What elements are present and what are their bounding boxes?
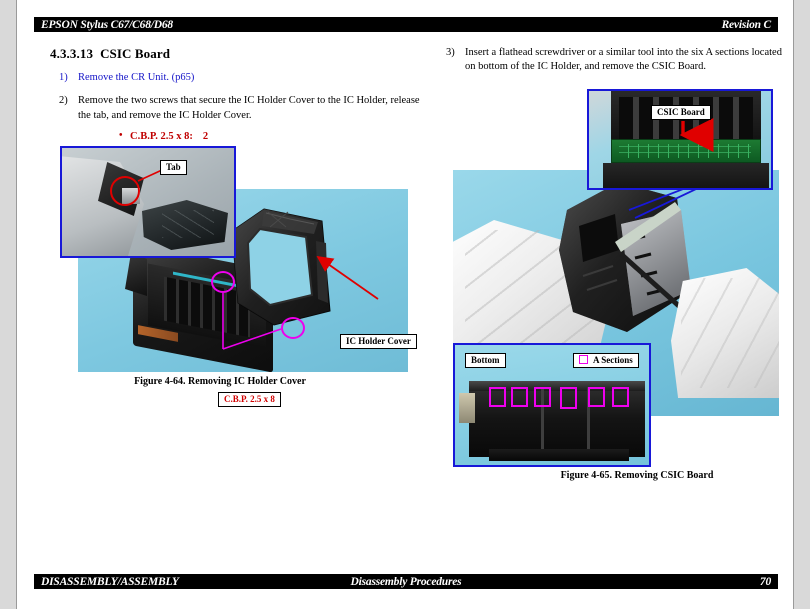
page-title: 4.3.3.13 CSIC Board bbox=[50, 46, 420, 62]
ic-holder-cover-arrow bbox=[316, 255, 379, 300]
footer-section: Disassembly Procedures bbox=[350, 575, 462, 588]
tab-leader-line bbox=[137, 169, 163, 182]
step-marker: 1) bbox=[59, 72, 68, 83]
magenta-swatch-icon bbox=[579, 355, 588, 364]
right-glove-seams bbox=[681, 278, 779, 388]
step-marker: 3) bbox=[446, 47, 455, 58]
screw-leader-lines bbox=[222, 293, 282, 350]
caption-text: Figure 4-64. Removing IC Holder Cover bbox=[134, 376, 306, 387]
a-section-marker-5 bbox=[588, 387, 605, 407]
csic-board-arrow bbox=[679, 118, 714, 152]
label-csic-board: CSIC Board bbox=[651, 105, 711, 121]
a-section-marker-4 bbox=[560, 387, 577, 409]
holder-bottom-left-tab bbox=[459, 393, 475, 423]
a-section-marker-6 bbox=[612, 387, 629, 407]
footer-chapter: DISASSEMBLY/ASSEMBLY bbox=[41, 575, 179, 588]
holder-bottom-divider-2 bbox=[587, 387, 590, 449]
tab-highlight-circle bbox=[110, 176, 140, 206]
step-list-left: 1) Remove the CR Unit. (p65) 2) Remove t… bbox=[50, 71, 420, 145]
label-text: A Sections bbox=[593, 355, 633, 365]
label-screw-spec: C.B.P. 2.5 x 8 bbox=[218, 392, 281, 408]
manual-page: EPSON Stylus C67/C68/D68 Revision C 4.3.… bbox=[16, 0, 794, 609]
screw-spec-qty: 2 bbox=[202, 131, 209, 143]
step-marker: 2) bbox=[59, 95, 68, 107]
a-section-marker-2 bbox=[511, 387, 528, 407]
right-column: 3) Insert a flathead screwdriver or a si… bbox=[437, 46, 792, 481]
label-text: Bottom bbox=[471, 355, 500, 365]
left-column: 4.3.3.13 CSIC Board 1) Remove the CR Unit… bbox=[50, 46, 420, 408]
right-glove bbox=[671, 268, 779, 398]
step-text: Insert a flathead screwdriver or a simil… bbox=[465, 47, 782, 73]
header-product-title: EPSON Stylus C67/C68/D68 bbox=[41, 18, 173, 31]
bullet-dot-icon: • bbox=[119, 130, 123, 142]
page-footer: DISASSEMBLY/ASSEMBLY Disassembly Procedu… bbox=[34, 574, 778, 589]
holder-bottom-foot bbox=[489, 449, 629, 461]
label-tab: Tab bbox=[160, 160, 187, 176]
step-text: Remove the two screws that secure the IC… bbox=[78, 95, 420, 121]
figure-4-64-photo bbox=[78, 189, 408, 372]
screw-spec-line: • C.B.P. 2.5 x 8: 2 bbox=[119, 130, 420, 144]
holder-bottom-body bbox=[469, 387, 645, 457]
label-text: IC Holder Cover bbox=[346, 336, 411, 346]
holder-bottom-top-edge bbox=[469, 381, 645, 391]
label-text: C.B.P. 2.5 x 8 bbox=[224, 394, 275, 404]
page-header: EPSON Stylus C67/C68/D68 Revision C bbox=[34, 17, 778, 32]
label-ic-holder-cover: IC Holder Cover bbox=[340, 334, 417, 350]
figure-4-65-photo bbox=[453, 170, 779, 416]
figure-4-64-inset-tab: Tab bbox=[60, 146, 236, 258]
caption-text: Figure 4-65. Removing CSIC Board bbox=[560, 470, 714, 481]
label-bottom: Bottom bbox=[465, 353, 506, 369]
footer-page-number: 70 bbox=[759, 575, 771, 588]
step-item-3: 3) Insert a flathead screwdriver or a si… bbox=[437, 46, 792, 75]
holder-bottom-divider-1 bbox=[541, 387, 544, 449]
step-item-2: 2) Remove the two screws that secure the… bbox=[50, 94, 420, 144]
figure-4-65-caption: Figure 4-65. Removing CSIC Board bbox=[477, 470, 797, 481]
screw-spec-label: C.B.P. 2.5 x 8: bbox=[130, 131, 193, 143]
ic-holder-cover-part bbox=[230, 207, 334, 329]
cover-shape bbox=[231, 208, 331, 326]
label-text: Tab bbox=[166, 162, 181, 172]
section-title-text: CSIC Board bbox=[100, 46, 171, 61]
a-section-marker-3 bbox=[534, 387, 551, 407]
header-revision: Revision C bbox=[721, 18, 772, 31]
label-text: CSIC Board bbox=[657, 107, 705, 117]
holder-base bbox=[603, 163, 769, 188]
step-item-1[interactable]: 1) Remove the CR Unit. (p65) bbox=[50, 71, 420, 85]
screw-circle-lower bbox=[281, 317, 305, 339]
a-section-marker-1 bbox=[489, 387, 506, 407]
figure-4-64-caption: Figure 4-64. Removing IC Holder Cover bbox=[50, 376, 390, 387]
figure-4-65-inset-csic-board: CSIC Board bbox=[587, 89, 773, 190]
screw-circle-upper bbox=[211, 271, 235, 293]
holder-left-fin bbox=[125, 252, 147, 296]
section-number: 4.3.3.13 bbox=[50, 46, 94, 61]
figure-4-65-inset-bottom: Bottom A Sections bbox=[453, 343, 651, 467]
cover-arm-ribs bbox=[162, 210, 214, 238]
step-link-remove-cr-unit[interactable]: Remove the CR Unit. (p65) bbox=[78, 72, 195, 83]
label-a-sections: A Sections bbox=[573, 353, 639, 369]
step-list-right: 3) Insert a flathead screwdriver or a si… bbox=[437, 46, 792, 75]
